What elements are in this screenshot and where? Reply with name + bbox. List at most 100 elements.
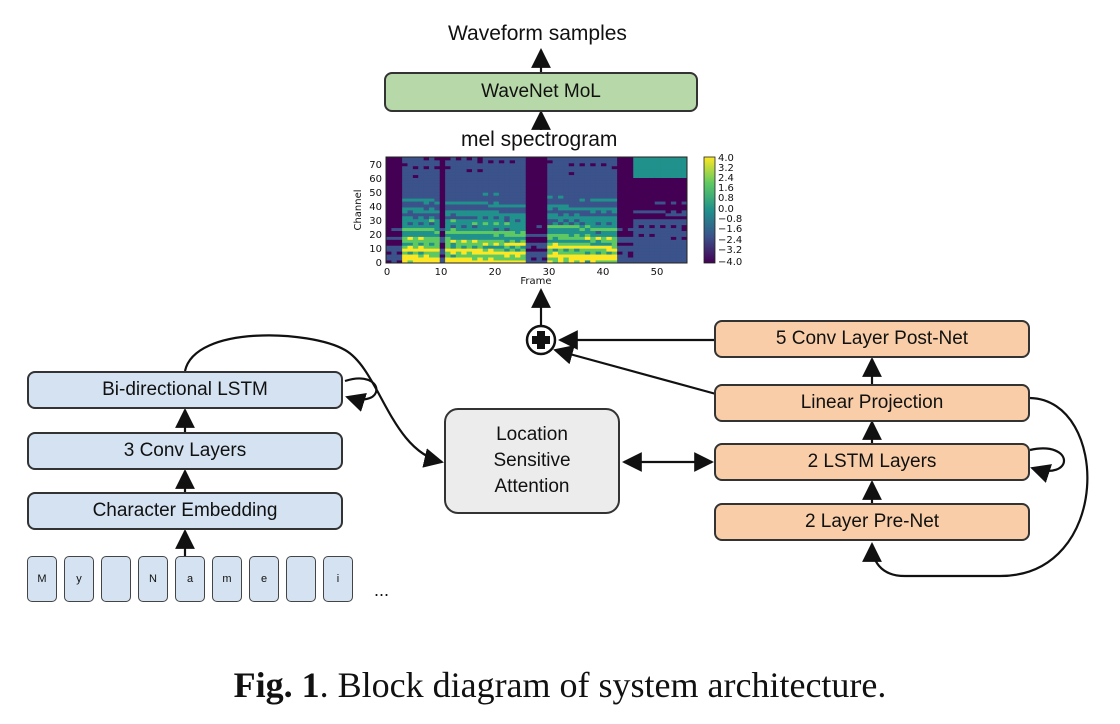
spectrogram-cell [423,159,430,164]
spectrogram-cell [455,198,462,202]
spectrogram-cell [477,248,484,252]
spectrogram-cell [574,233,580,237]
spectrogram-cell [402,245,408,249]
spectrogram-cell [660,195,666,199]
spectrogram-cell [515,198,521,202]
spectrogram-cell [396,248,403,252]
spectrogram-cell [418,159,425,164]
spectrogram-cell [396,174,403,179]
spectrogram-cell [515,157,521,161]
spectrogram-cell [482,183,489,187]
spectrogram-cell [644,159,650,164]
spectrogram-cell [445,192,451,196]
spectrogram-cell [595,260,602,263]
spectrogram-cell [654,180,661,184]
spectrogram-cell [472,207,478,211]
spectrogram-cell [466,239,473,243]
spectrogram-cell [488,177,494,181]
spectrogram-cell [552,210,559,214]
spectrogram-cell [541,257,548,261]
spectrogram-cell [482,260,489,263]
spectrogram-cell [563,177,570,181]
spectrogram-cell [407,159,414,164]
spectrogram-cell [439,218,446,223]
spectrogram-cell [391,260,398,263]
spectrogram-cell [541,198,548,202]
spectrogram-cell [617,157,623,161]
spectrogram-cell [536,165,543,170]
x-tick: 20 [489,267,502,278]
spectrogram-cell [472,215,478,220]
spectrogram-cell [665,171,672,176]
spectrogram-cell [654,162,661,167]
spectrogram-cell [418,186,425,190]
spectrogram-cell [531,210,537,214]
spectrogram-cell [488,239,494,243]
spectrogram-cell [595,242,602,246]
spectrogram-cell [558,180,564,184]
spectrogram-cell [579,180,586,184]
spectrogram-cell [482,192,489,196]
spectrogram-cell [611,210,618,214]
spectrogram-cell [477,212,484,217]
spectrogram-cell [601,218,607,223]
spectrogram-cell [681,260,687,263]
spectrogram-cell [644,201,650,205]
spectrogram-cell [676,168,683,173]
spectrogram-cell [590,218,597,223]
spectrogram-cell [541,210,548,214]
spectrogram-cell [644,254,650,258]
input-token [101,556,131,602]
spectrogram-cell [627,174,634,179]
spectrogram-cell [434,201,441,205]
spectrogram-cell [547,165,554,170]
spectrogram-cell [536,198,543,202]
spectrogram-cell [568,159,575,164]
spectrogram-cell [660,242,666,246]
spectrogram-cell [660,207,666,211]
spectrogram-cell [434,165,441,170]
spectrogram-cell [681,210,687,214]
spectrogram-cell [498,157,505,161]
spectrogram-cell [515,168,521,173]
colorbar-tick: −4.0 [718,257,742,268]
spectrogram-cell [574,215,580,220]
spectrogram-cell [439,189,446,193]
spectrogram-cell [601,230,607,234]
spectrogram-cell [638,165,645,170]
spectrogram-cell [563,233,570,237]
spectrogram-cell [407,212,414,217]
spectrogram-cell [531,221,537,226]
spectrogram-cell [541,204,548,208]
spectrogram-cell [590,171,597,176]
spectrogram-cell [558,201,564,205]
spectrogram-cell [606,204,613,208]
spectrogram-cell [418,224,425,229]
spectrogram-cell [386,227,392,232]
spectrogram-cell [466,248,473,252]
spectrogram-cell [627,168,634,173]
spectrogram-cell [644,207,650,211]
spectrogram-cell [445,183,451,187]
spectrogram-cell [472,201,478,205]
spectrogram-cell [590,236,597,240]
spectrogram-cell [531,177,537,181]
spectrogram-cell [439,242,446,246]
spectrogram-cell [531,159,537,164]
spectrogram-cell [654,254,661,258]
spectrogram-cell [676,198,683,202]
spectrogram-cell [681,221,687,226]
spectrogram-cell [541,195,548,199]
spectrogram-cell [439,162,446,167]
spectrogram-cell [439,221,446,226]
spectrogram-cell [654,224,661,229]
spectrogram-cell [520,215,527,220]
spectrogram-cell [450,212,457,217]
spectrogram-cell [654,245,661,249]
spectrogram-cell [584,168,591,173]
spectrogram-cell [536,168,543,173]
spectrogram-cell [525,224,532,229]
spectrogram-cell [450,254,457,258]
spectrogram-cell [498,260,505,263]
spectrogram-cell [563,195,570,199]
